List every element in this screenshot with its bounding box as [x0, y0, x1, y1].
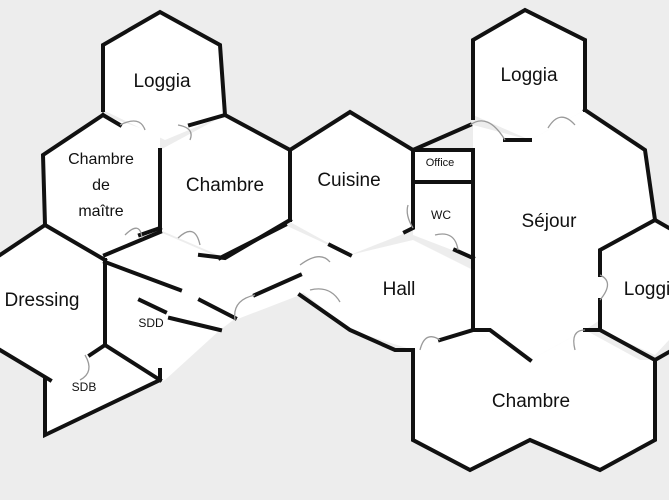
label-sejour: Séjour [522, 211, 578, 232]
label-hall: Hall [383, 279, 416, 300]
wall-master-bottom [42, 222, 163, 263]
label-loggia-left: Loggia [133, 71, 190, 92]
wall-corridor-mid [102, 259, 303, 321]
room-labels: Loggia Loggia Loggi Chambre de maître Ch… [5, 65, 669, 412]
label-loggia-east: Loggi [624, 279, 669, 300]
label-dressing: Dressing [5, 290, 80, 311]
label-loggia-right: Loggia [500, 65, 557, 86]
wall-sejour [471, 107, 658, 363]
wall-wc-bottom [452, 247, 476, 261]
label-chambre-bottom: Chambre [492, 391, 570, 412]
door-loggia-east [599, 274, 609, 301]
door-loggia-left-b [177, 124, 192, 141]
label-sdb: SDB [72, 380, 97, 394]
door-office [406, 204, 414, 229]
wall-chambre-de-maitre [40, 112, 123, 228]
door-loggia-right-b [547, 116, 576, 129]
wall-loggia-left [101, 9, 228, 118]
door-chambre-bottom [419, 336, 441, 351]
wall-loggia-right-base [410, 122, 532, 153]
wall-office-wc [411, 148, 475, 332]
label-chambre-de-maitre-2: de [92, 177, 110, 194]
room-fills [0, 10, 669, 470]
wall-loggia-right [471, 7, 587, 120]
label-chambre-middle: Chambre [186, 175, 264, 196]
wall-corridor-top [102, 222, 353, 261]
wall-hall-south [297, 292, 476, 352]
wall-sdb [43, 342, 162, 439]
door-loggia-left-a [119, 120, 146, 131]
label-sdd: SDD [138, 316, 164, 330]
door-cuisine [299, 256, 331, 266]
wall-sdd [102, 258, 223, 383]
door-master [124, 227, 143, 239]
label-chambre-de-maitre-1: Chambre [68, 151, 134, 168]
wall-dressing [0, 222, 53, 383]
door-sdd [234, 294, 256, 321]
door-loggia-right [469, 120, 506, 141]
label-office: Office [426, 157, 455, 169]
label-chambre-de-maitre-3: maître [78, 203, 123, 220]
label-wc: WC [431, 208, 451, 222]
wall-chambre-bottom [411, 348, 657, 473]
door-chambre-middle [177, 230, 201, 246]
door-sdb [79, 354, 90, 381]
door-sejour-south [573, 329, 586, 351]
door-swings [79, 116, 609, 381]
label-cuisine: Cuisine [317, 170, 380, 191]
door-wc [434, 233, 459, 251]
walls [0, 7, 669, 473]
door-hall [309, 288, 341, 303]
